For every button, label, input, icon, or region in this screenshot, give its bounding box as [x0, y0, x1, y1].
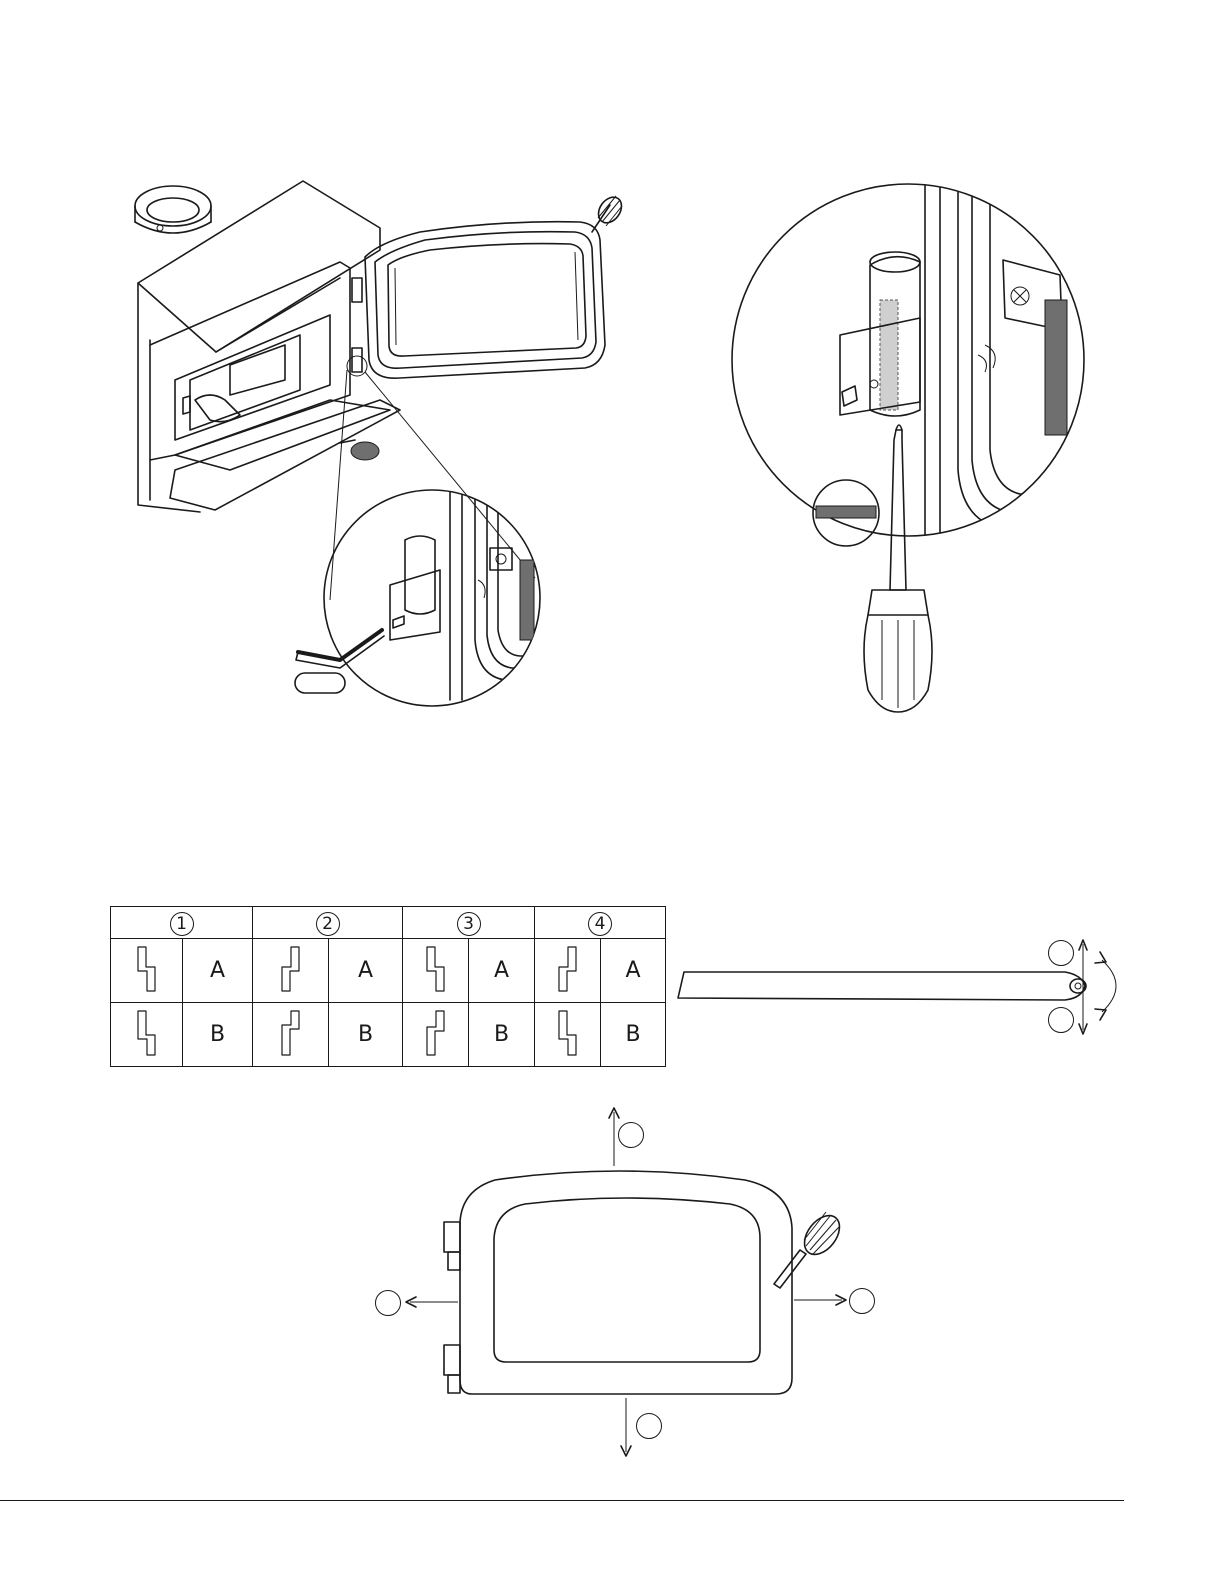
- callout-bubble: [636, 1413, 662, 1439]
- callout-bubble: [849, 1288, 875, 1314]
- footer-rule: [0, 1500, 1124, 1501]
- callout-bubble: [375, 1290, 401, 1316]
- callout-bubble: [618, 1122, 644, 1148]
